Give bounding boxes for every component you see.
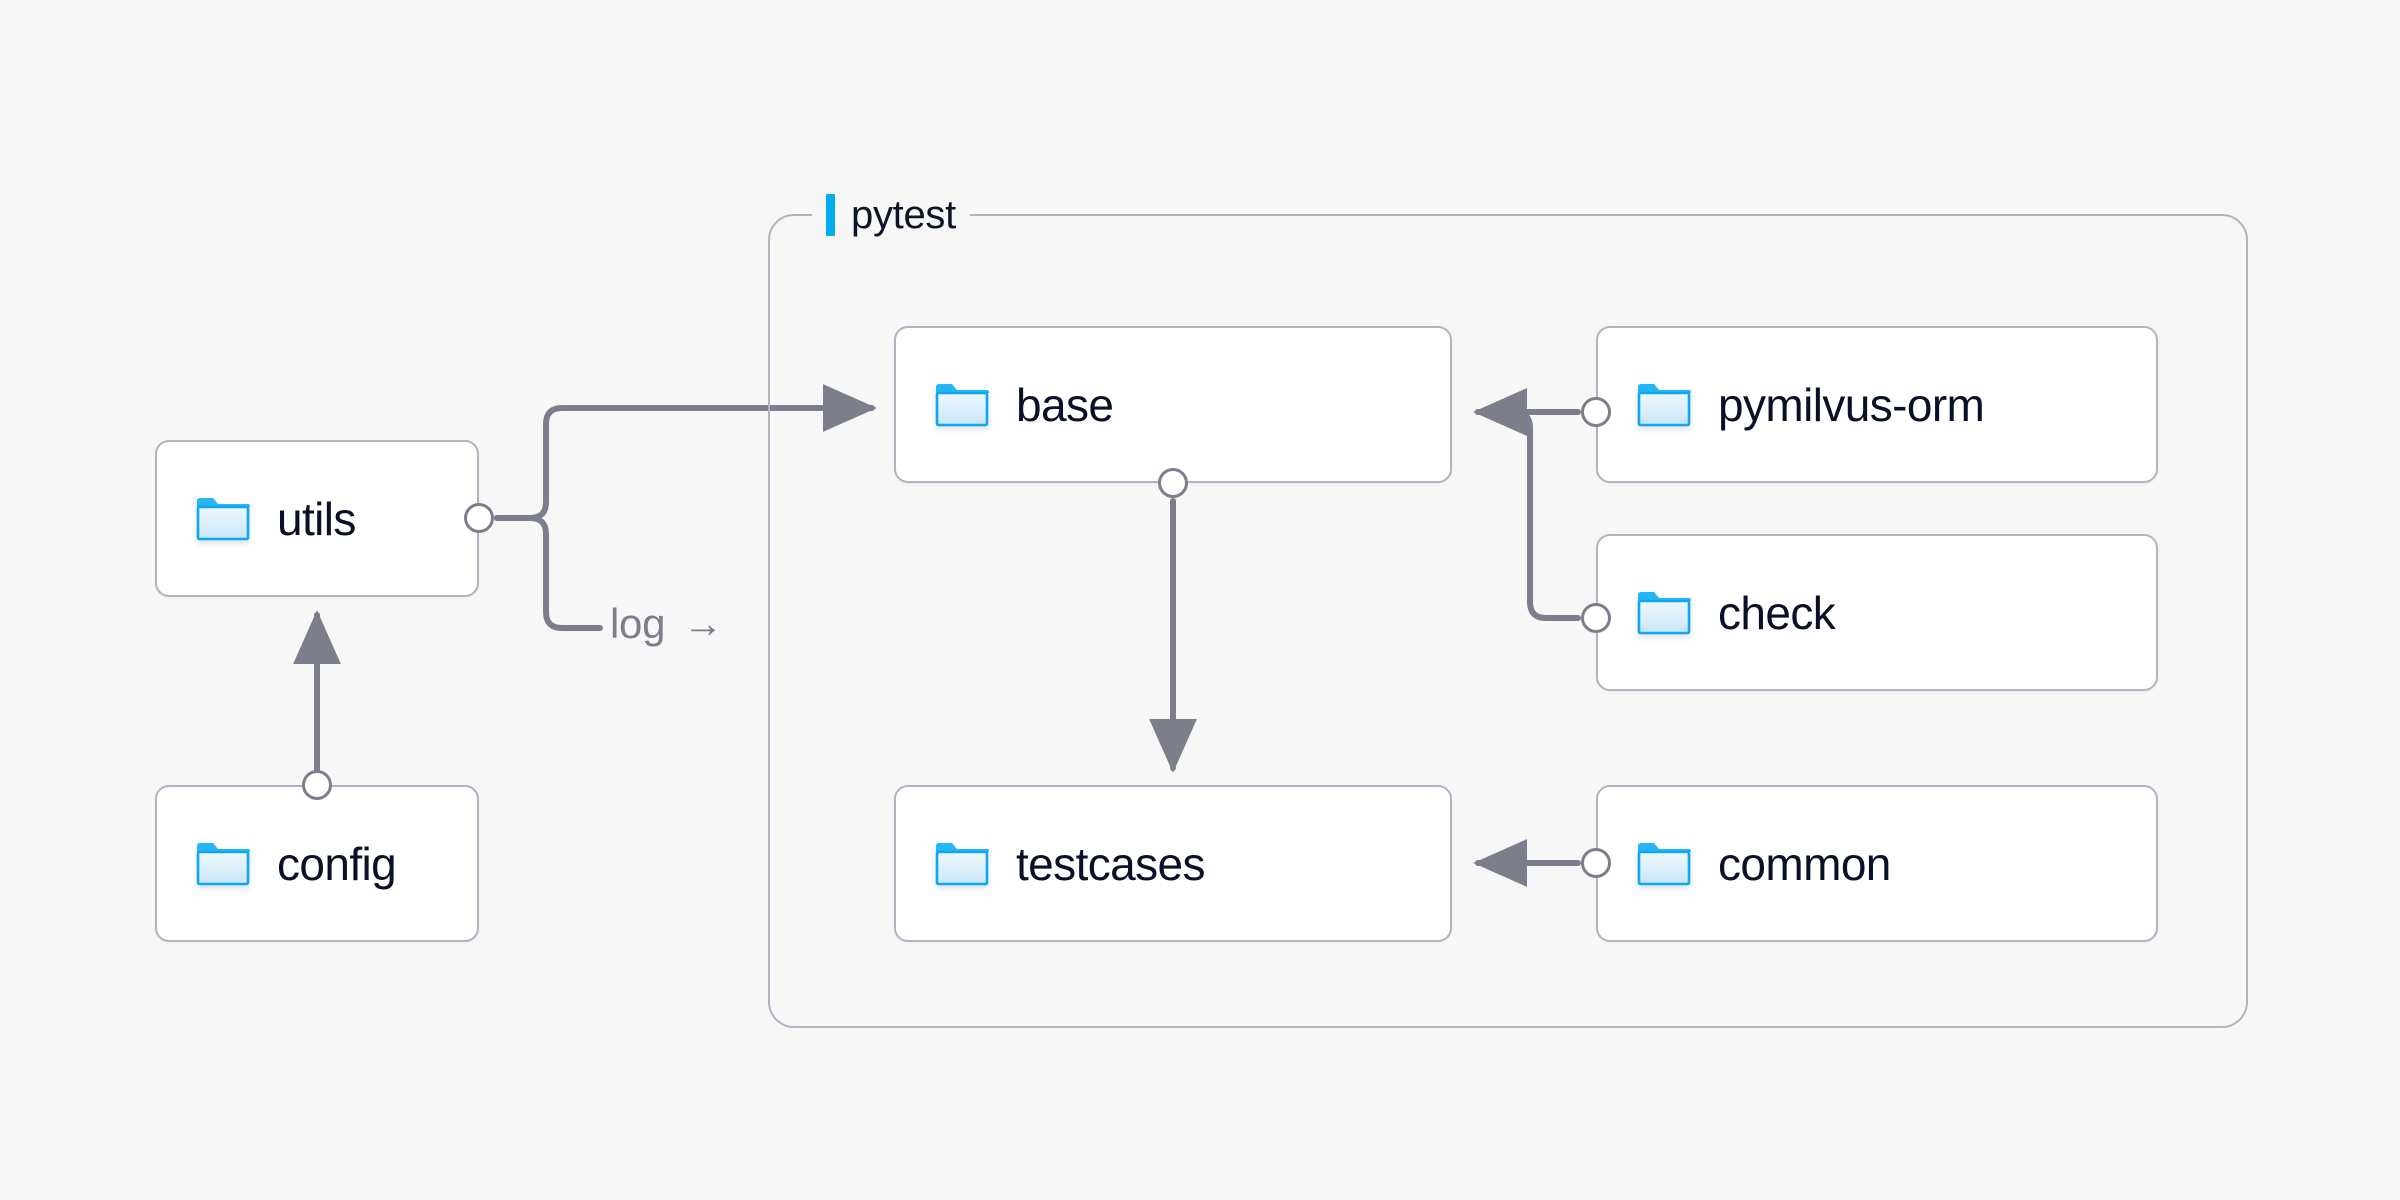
port-check-left[interactable]: [1581, 603, 1611, 633]
folder-icon: [1637, 383, 1691, 426]
node-base[interactable]: base: [894, 326, 1452, 483]
node-base-content: base: [896, 378, 1114, 431]
node-testcases[interactable]: testcases: [894, 785, 1452, 942]
node-base-label: base: [1016, 378, 1114, 431]
port-utils-right[interactable]: [464, 503, 494, 533]
node-pymilvus-orm-label: pymilvus-orm: [1718, 378, 1985, 431]
group-accent-bar: [826, 194, 835, 236]
node-config-content: config: [157, 837, 397, 890]
pytest-group-container[interactable]: [768, 214, 2248, 1028]
folder-icon: [1637, 591, 1691, 634]
folder-icon: [935, 842, 989, 885]
node-testcases-label: testcases: [1016, 837, 1206, 890]
folder-icon: [196, 842, 250, 885]
node-common-label: common: [1718, 837, 1891, 890]
arrow-right-icon: →: [683, 602, 723, 646]
folder-icon: [1637, 842, 1691, 885]
node-common-content: common: [1598, 841, 1891, 887]
node-config-label: config: [277, 837, 397, 890]
group-title-text: pytest: [851, 192, 956, 237]
node-check-label: check: [1718, 586, 1836, 639]
node-utils-content: utils: [157, 496, 356, 542]
node-common[interactable]: common: [1596, 785, 2158, 942]
node-check-content: check: [1598, 586, 1836, 639]
node-utils[interactable]: utils: [155, 440, 479, 597]
edge-label-log: log →: [604, 600, 729, 648]
port-common-left[interactable]: [1581, 848, 1611, 878]
port-base-bottom[interactable]: [1158, 468, 1188, 498]
folder-icon: [935, 383, 989, 426]
node-utils-label: utils: [277, 492, 356, 545]
port-config-top[interactable]: [302, 770, 332, 800]
node-testcases-content: testcases: [896, 837, 1206, 890]
node-pymilvus-orm[interactable]: pymilvus-orm: [1596, 326, 2158, 483]
port-pymilvus-orm-left[interactable]: [1581, 397, 1611, 427]
node-check[interactable]: check: [1596, 534, 2158, 691]
node-config[interactable]: config: [155, 785, 479, 942]
folder-icon: [196, 497, 250, 540]
edge-utils-log: [494, 515, 603, 631]
pytest-group-label: pytest: [812, 188, 970, 242]
node-pymilvus-orm-content: pymilvus-orm: [1598, 378, 1985, 431]
edge-label-log-text: log: [610, 600, 666, 647]
